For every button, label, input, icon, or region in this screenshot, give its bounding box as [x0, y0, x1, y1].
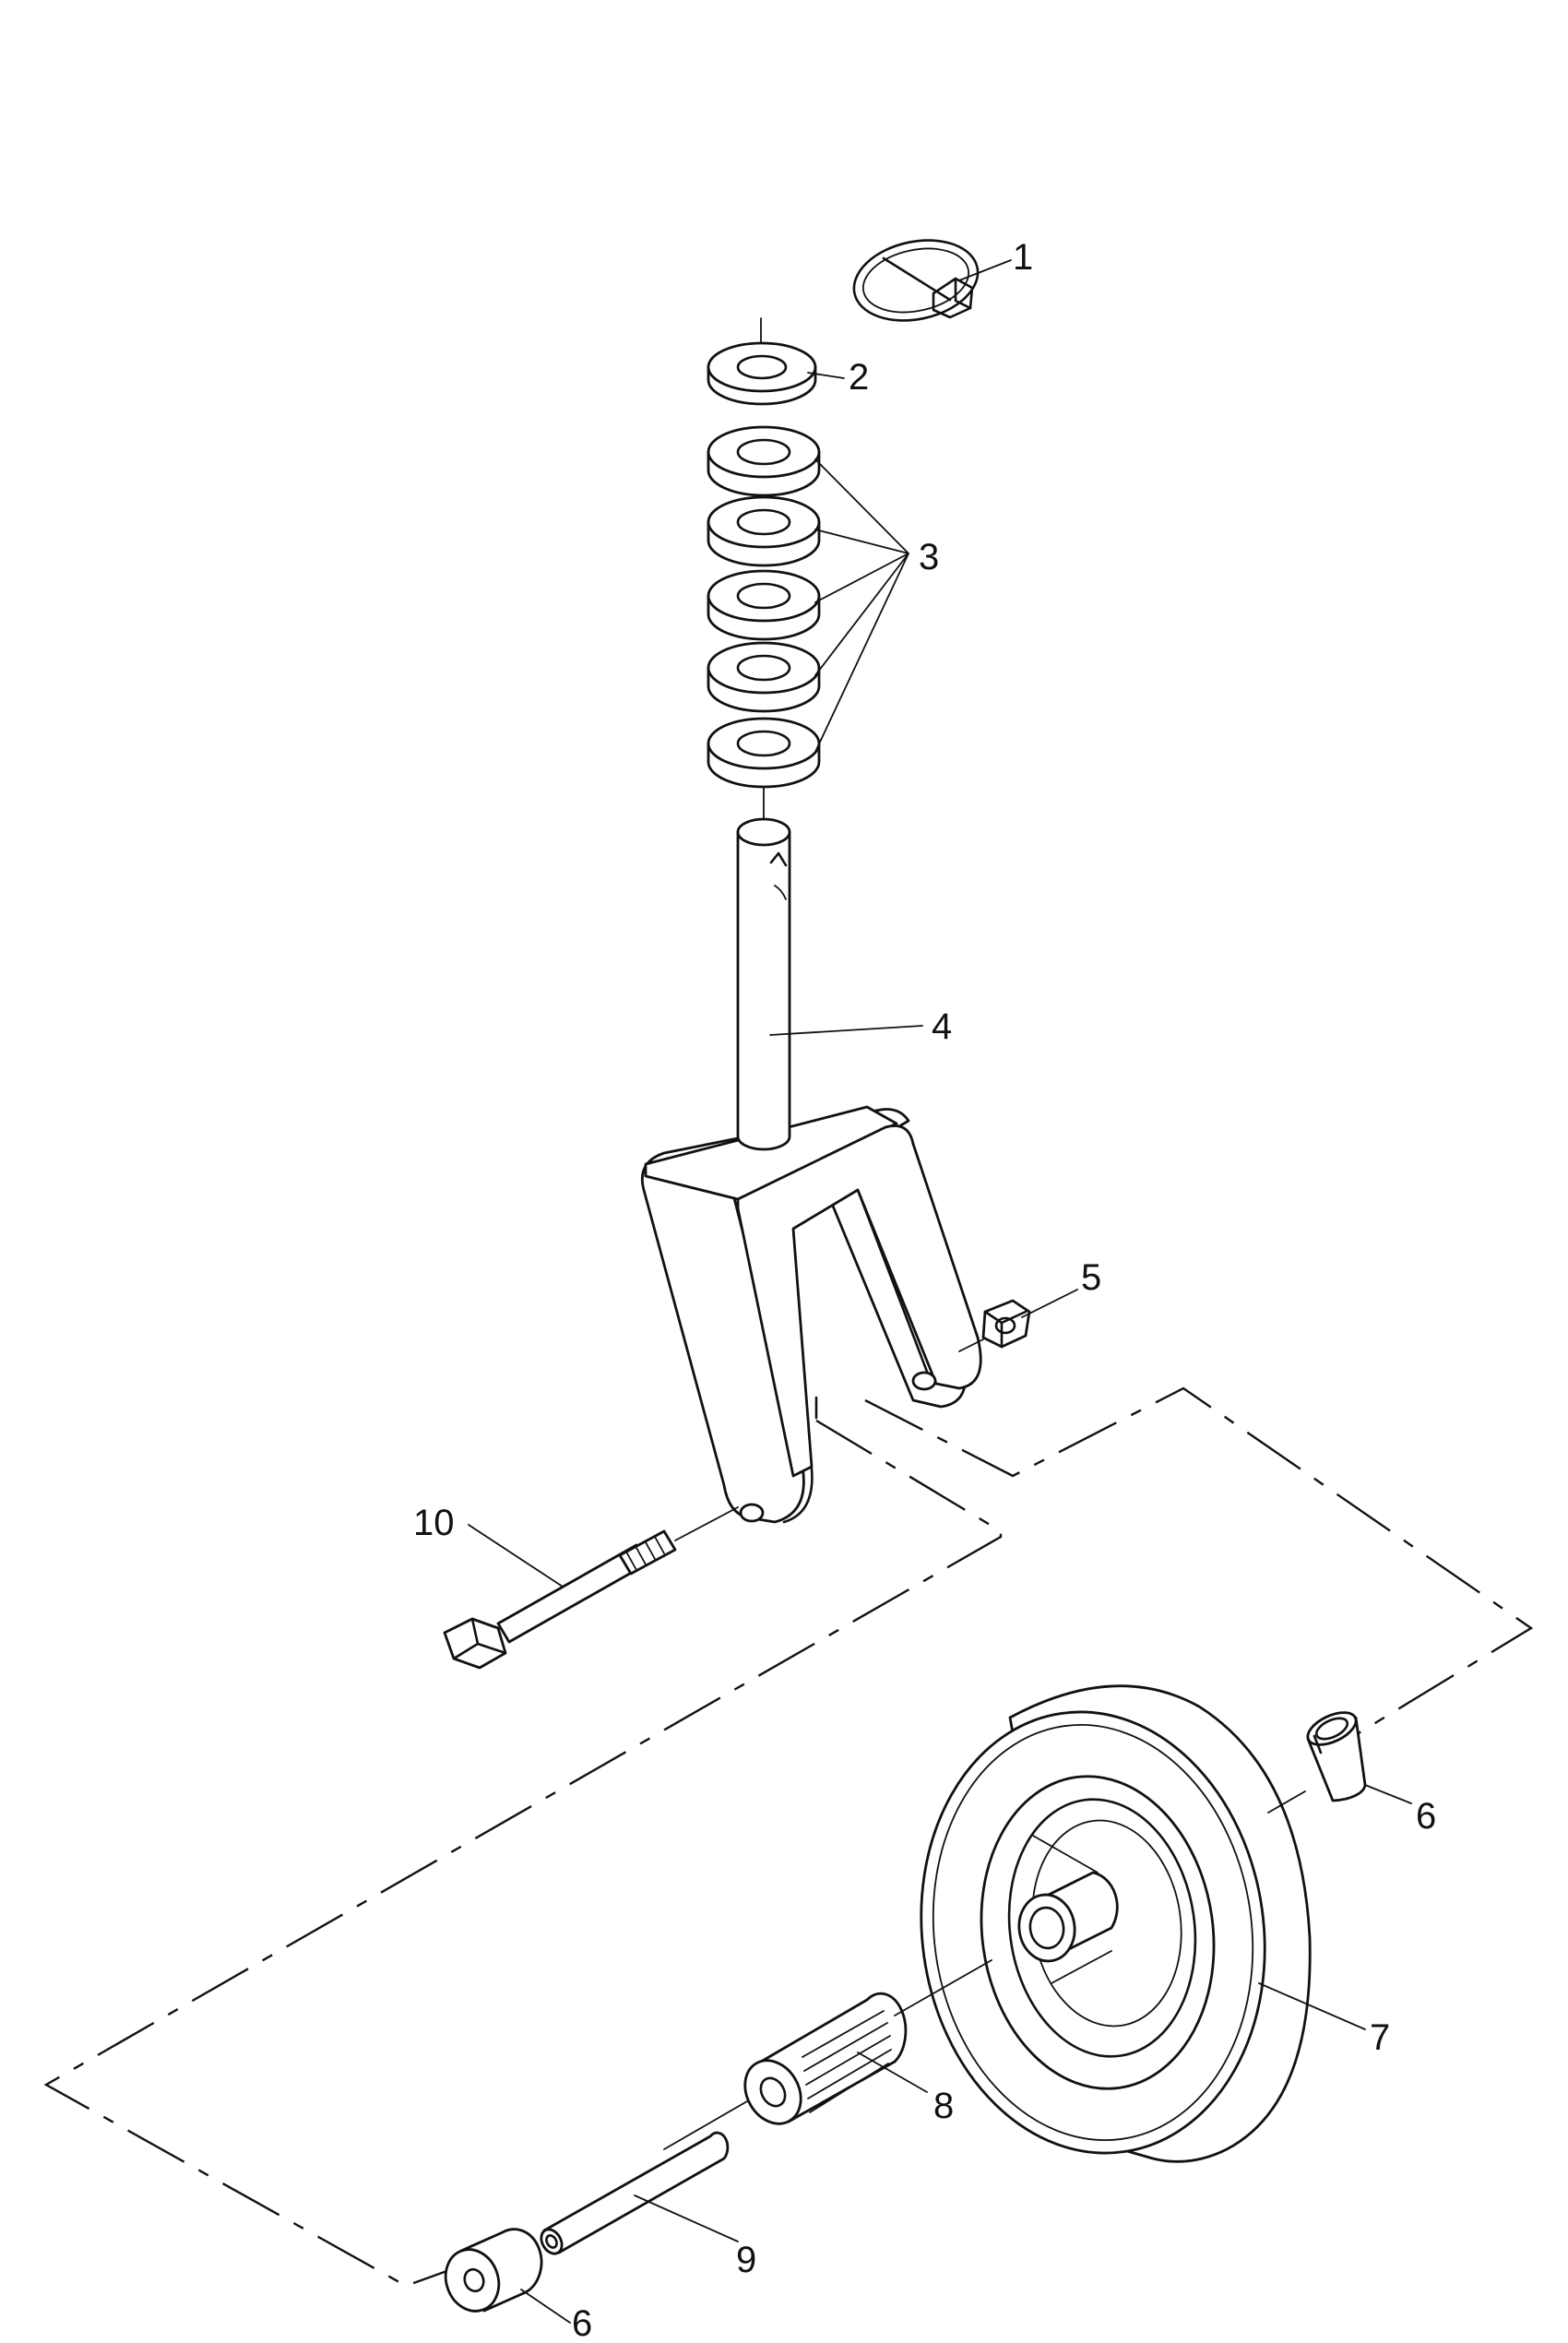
wheel	[920, 1684, 1312, 2163]
sleeve	[516, 2131, 730, 2261]
leader-7	[1258, 1982, 1366, 2030]
leader-2	[807, 372, 845, 379]
callout-1: 1	[1013, 237, 1033, 278]
spacer	[707, 641, 821, 713]
leader-9	[634, 2194, 739, 2242]
bushing-upper	[1306, 1711, 1367, 1802]
spacer-stack	[707, 425, 821, 820]
spacer	[707, 717, 821, 789]
fork-spindle	[640, 817, 982, 1524]
spacer	[707, 569, 821, 641]
leader-8	[857, 2052, 928, 2093]
leader-10	[468, 1524, 564, 1588]
callout-7: 7	[1370, 2017, 1390, 2058]
callout-10: 10	[413, 1503, 455, 1543]
spacer	[707, 425, 821, 497]
callout-6-upper: 6	[1416, 1796, 1436, 1837]
leader-6-lower	[520, 2289, 571, 2324]
nut	[958, 1299, 1031, 1352]
roller-bearing	[663, 1959, 992, 2150]
leader-4	[769, 1025, 923, 1036]
callout-labels: 1 2 3 4 5 6 6 7 8 9 10	[413, 237, 1436, 2343]
callout-6-lower: 6	[572, 2303, 592, 2343]
callout-2: 2	[849, 357, 869, 398]
callout-3: 3	[919, 537, 939, 577]
leader-3	[814, 458, 909, 753]
spacer	[707, 495, 821, 567]
assembly-line-right	[864, 1386, 1534, 1759]
leader-1	[958, 259, 1012, 281]
lynch-pin	[852, 239, 980, 322]
bushing-lower	[444, 2228, 543, 2313]
callout-9: 9	[736, 2240, 756, 2280]
assembly-lines	[43, 1386, 1534, 2288]
leader-lines	[468, 259, 1412, 2324]
bolt	[443, 1506, 739, 1670]
washer	[707, 317, 817, 406]
assembly-line-left	[43, 1419, 1003, 2288]
leader-6-upper	[1364, 1784, 1412, 1804]
leader-5	[1021, 1289, 1078, 1318]
callout-5: 5	[1081, 1257, 1101, 1298]
callout-4: 4	[932, 1006, 952, 1047]
callout-8: 8	[933, 2086, 954, 2126]
